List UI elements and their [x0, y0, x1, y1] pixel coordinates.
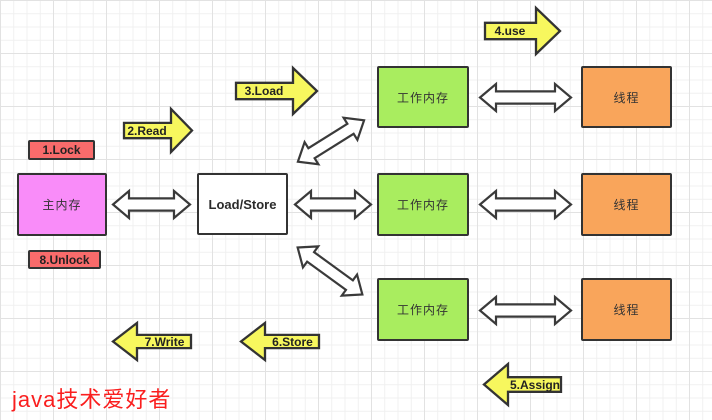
- arrow-7-write-label: 7.Write: [144, 334, 185, 349]
- arrow-2-read: 2.Read: [122, 106, 194, 155]
- bidirectional-arrow-loadstore-work1: [290, 108, 373, 174]
- bidirectional-arrow-loadstore-work2: [293, 188, 373, 221]
- bidirectional-arrow-main-loadstore: [111, 188, 192, 221]
- work-memory-box: 工作内存: [377, 278, 469, 341]
- arrow-4-use: 4.use: [483, 5, 562, 57]
- arrow-5-assign-label: 5.Assign: [509, 377, 560, 392]
- bidirectional-arrow-work2-thread2: [478, 188, 573, 221]
- arrow-3-load-label: 3.Load: [244, 84, 284, 98]
- bidirectional-arrow-work3-thread3: [478, 294, 573, 327]
- arrow-6-store-label: 6.Store: [272, 334, 313, 349]
- bidirectional-arrow-loadstore-work3: [289, 236, 372, 307]
- thread-box: 线程: [581, 173, 672, 236]
- arrow-6-store: 6.Store: [239, 320, 321, 363]
- lock-badge: 1.Lock: [28, 140, 95, 160]
- bidirectional-arrow-work1-thread1: [478, 81, 573, 114]
- load-store-box: Load/Store: [197, 173, 288, 235]
- thread-box: 线程: [581, 278, 672, 341]
- arrow-3-load: 3.Load: [234, 65, 319, 117]
- arrow-2-read-label: 2.Read: [127, 123, 167, 138]
- arrow-4-use-label: 4.use: [494, 24, 526, 38]
- work-memory-box: 工作内存: [377, 66, 469, 128]
- main-memory-box: 主内存: [17, 173, 107, 236]
- unlock-badge: 8.Unlock: [28, 250, 101, 269]
- arrow-7-write: 7.Write: [111, 320, 193, 363]
- watermark-text: java技术爱好者: [12, 387, 172, 412]
- work-memory-box: 工作内存: [377, 173, 469, 236]
- thread-box: 线程: [581, 66, 672, 128]
- arrow-5-assign: 5.Assign: [482, 361, 563, 408]
